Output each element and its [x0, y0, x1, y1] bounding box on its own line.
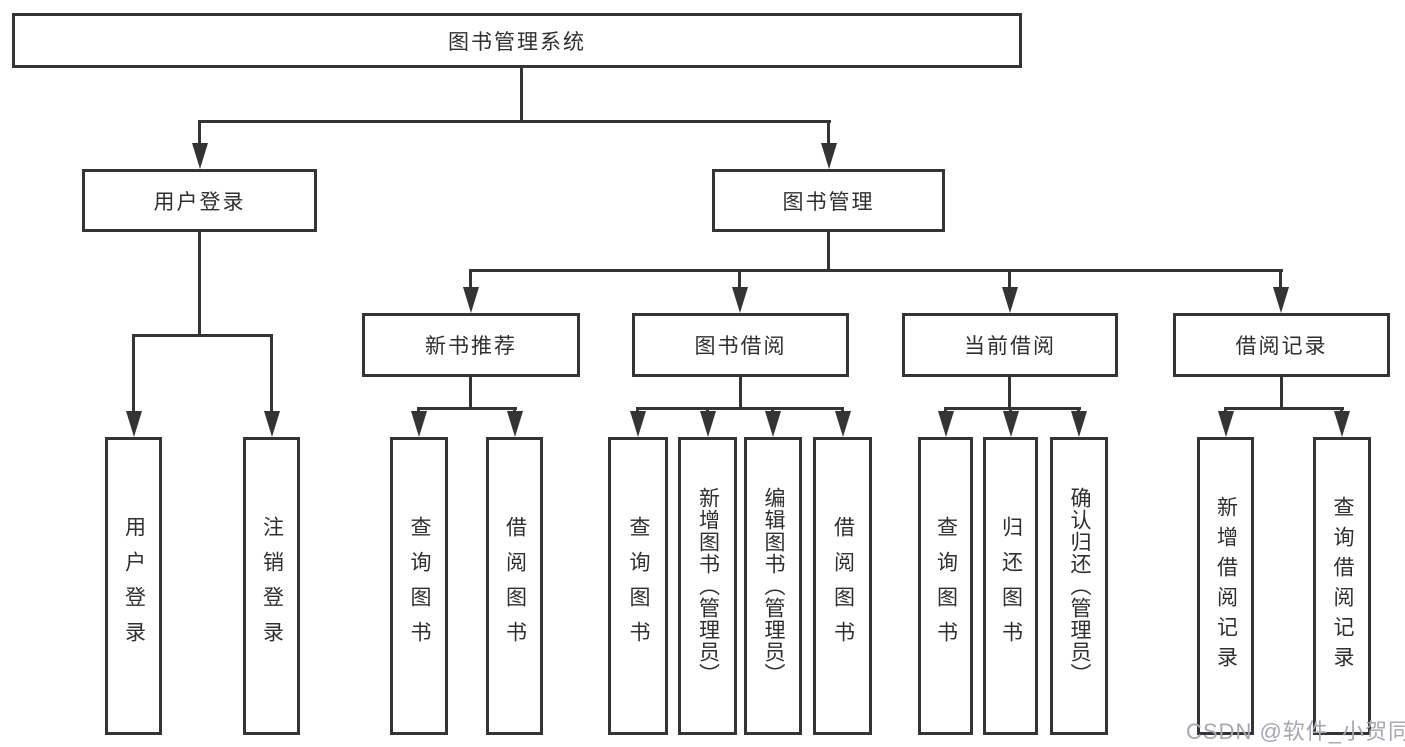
leaf-recommend-query-books: 查询图书 — [390, 437, 448, 735]
csdn-watermark: CSDN @软件_小贺同学 — [1186, 719, 1405, 744]
leaf-borrowing-query-books: 查询图书 — [608, 437, 668, 735]
arrowhead-to-user-login — [192, 143, 208, 169]
node-current-borrowing-label: 当前借阅 — [964, 335, 1056, 358]
leaf-records-query-record-label: 查询借阅记录 — [1331, 496, 1354, 676]
connector-book-borrowing-stub — [739, 377, 742, 410]
node-root-label: 图书管理系统 — [448, 30, 586, 54]
arrowhead-to-book-management — [821, 143, 837, 169]
arrowhead-to-records-query — [1334, 411, 1350, 437]
node-user-login-label: 用户登录 — [153, 190, 246, 214]
arrowhead-to-current-borrowing — [1002, 287, 1018, 313]
leaf-borrowing-query-books-label: 查询图书 — [627, 516, 650, 656]
connector-to-new-book-stem — [469, 269, 472, 289]
arrowhead-to-borrowing-query — [630, 411, 646, 437]
leaf-current-query-books-label: 查询图书 — [934, 516, 958, 656]
connector-borrowing-records-stub — [1280, 377, 1283, 410]
node-book-borrowing-label: 图书借阅 — [694, 335, 787, 358]
leaf-current-confirm-return-admin: 确认归还（管理员） — [1050, 437, 1108, 735]
node-current-borrowing: 当前借阅 — [902, 313, 1118, 377]
connector-book-borrowing-branch — [636, 407, 844, 410]
node-root: 图书管理系统 — [12, 13, 1022, 68]
arrowhead-to-current-return — [1003, 411, 1019, 437]
node-book-management: 图书管理 — [712, 169, 945, 232]
arrowhead-to-borrowing-records — [1273, 287, 1289, 313]
leaf-borrowing-borrow-books: 借阅图书 — [813, 437, 872, 735]
connector-current-borrowing-stub — [1008, 377, 1011, 410]
arrowhead-to-borrowing-add — [700, 411, 716, 437]
arrowhead-to-borrowing-edit — [765, 411, 781, 437]
leaf-current-return-books: 归还图书 — [983, 437, 1038, 735]
connector-to-user-login-stem — [198, 120, 201, 146]
leaf-borrowing-edit-books-admin-label: 编辑图书（管理员） — [762, 487, 785, 685]
connector-user-login-stub — [198, 232, 201, 336]
leaf-logout-label: 注销登录 — [260, 516, 284, 656]
arrowhead-to-current-query — [938, 411, 954, 437]
leaf-borrowing-add-books-admin-label: 新增图书（管理员） — [696, 487, 720, 685]
leaf-current-confirm-return-admin-label: 确认归还（管理员） — [1068, 487, 1091, 685]
arrowhead-to-records-add — [1218, 411, 1234, 437]
connector-to-book-management-stem — [827, 120, 830, 146]
leaf-records-query-record: 查询借阅记录 — [1313, 437, 1371, 735]
arrowhead-to-book-borrowing — [732, 287, 748, 313]
node-borrowing-records-label: 借阅记录 — [1235, 335, 1328, 358]
arrowhead-to-new-book — [463, 287, 479, 313]
leaf-recommend-query-books-label: 查询图书 — [408, 516, 431, 656]
connector-to-book-borrowing-stem — [738, 269, 741, 289]
connector-root-stub — [520, 68, 523, 123]
connector-to-current-borrowing-stem — [1008, 269, 1011, 289]
connector-level3-branch — [469, 269, 1283, 272]
leaf-user-login-label: 用户登录 — [122, 516, 146, 656]
node-new-book-recommend: 新书推荐 — [362, 313, 580, 377]
connector-to-leaf-user-login-stem — [132, 334, 135, 414]
connector-user-login-branch — [132, 334, 273, 337]
leaf-records-add-record-label: 新增借阅记录 — [1214, 496, 1238, 676]
leaf-recommend-borrow-books: 借阅图书 — [486, 437, 543, 735]
leaf-records-add-record: 新增借阅记录 — [1197, 437, 1254, 735]
leaf-borrowing-edit-books-admin: 编辑图书（管理员） — [744, 437, 802, 735]
connector-current-borrowing-branch — [944, 407, 1081, 410]
connector-new-book-stub — [469, 377, 472, 410]
connector-to-leaf-logout-stem — [270, 334, 273, 414]
arrowhead-to-leaf-user-login — [126, 411, 142, 437]
arrowhead-to-recommend-query — [411, 411, 427, 437]
leaf-borrowing-borrow-books-label: 借阅图书 — [831, 516, 855, 656]
leaf-current-return-books-label: 归还图书 — [999, 516, 1023, 656]
leaf-current-query-books: 查询图书 — [918, 437, 973, 735]
leaf-recommend-borrow-books-label: 借阅图书 — [503, 516, 527, 656]
node-user-login: 用户登录 — [82, 169, 317, 232]
node-book-management-label: 图书管理 — [782, 190, 875, 214]
connector-level1-branch — [198, 120, 831, 123]
connector-borrowing-records-branch — [1224, 407, 1344, 410]
leaf-user-login: 用户登录 — [105, 437, 162, 735]
arrowhead-to-recommend-borrow — [507, 411, 523, 437]
arrowhead-to-borrowing-borrow — [835, 411, 851, 437]
leaf-borrowing-add-books-admin: 新增图书（管理员） — [678, 437, 737, 735]
connector-new-book-branch — [417, 407, 517, 410]
connector-book-management-stub — [827, 232, 830, 272]
node-book-borrowing: 图书借阅 — [632, 313, 849, 377]
node-new-book-recommend-label: 新书推荐 — [425, 335, 517, 358]
arrowhead-to-current-confirm — [1071, 411, 1087, 437]
connector-to-borrowing-records-stem — [1279, 269, 1282, 289]
arrowhead-to-leaf-logout — [264, 411, 280, 437]
leaf-logout: 注销登录 — [243, 437, 300, 735]
node-borrowing-records: 借阅记录 — [1173, 313, 1390, 377]
